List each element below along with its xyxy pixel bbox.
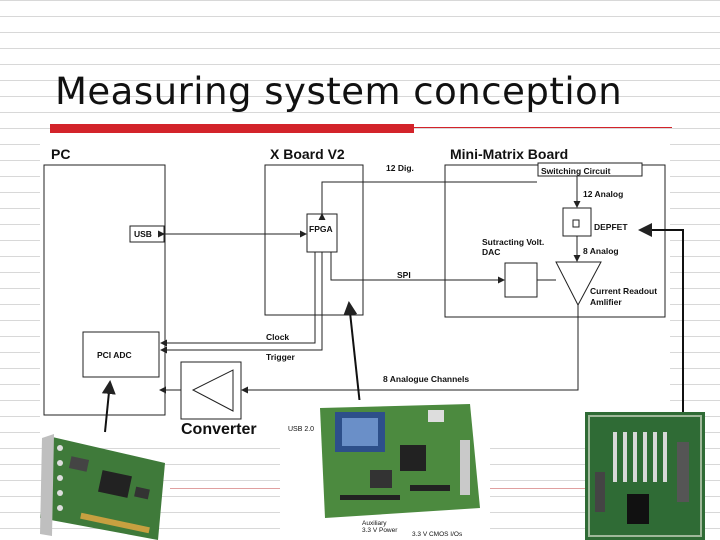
xboard-block (264, 164, 364, 316)
depfet-inner (572, 219, 580, 228)
minimatrix-board-photo (585, 412, 705, 540)
channels-line (241, 305, 579, 394)
converter-triangle (191, 369, 234, 412)
amplifier-label: Current Readout Amlifier (590, 286, 658, 307)
pc-block (43, 164, 166, 416)
converter-label: Converter (181, 421, 257, 438)
switching-label: Switching Circuit (541, 166, 611, 176)
analog12-label: 12 Analog (583, 189, 624, 199)
minimatrix-label: Mini-Matrix Board (450, 146, 569, 162)
usb-label: USB (134, 229, 152, 239)
pci-adc-card-photo (40, 428, 170, 540)
dig12-line (318, 181, 537, 220)
xboard-photo-arrow (343, 301, 361, 406)
cmos-photo-label: 3.3 V CMOS I/Os (412, 531, 463, 538)
channels-label: 8 Analogue Channels (383, 374, 470, 384)
xboard-v2-photo (280, 400, 490, 540)
dac-box (504, 262, 538, 298)
clock-line (160, 252, 316, 347)
depfet-label: DEPFET (594, 222, 628, 232)
slide-title: Measuring system conception (55, 70, 623, 113)
analog8-label: 8 Analog (583, 246, 619, 256)
amplifier-triangle (555, 261, 602, 307)
pci-photo-arrow (101, 380, 116, 433)
dig12-label: 12 Dig. (386, 163, 414, 173)
aux-power-photo-label: Auxiliary 3.3 V Power (362, 520, 398, 534)
minimatrix-photo-arrow (638, 223, 684, 412)
usb2-photo-label: USB 2.0 (288, 426, 315, 433)
pci-adc-label: PCI ADC (97, 350, 132, 360)
trigger-line (160, 252, 323, 354)
title-accent-bar (50, 124, 414, 133)
spi-line (330, 252, 505, 284)
fpga-label: FPGA (309, 224, 333, 234)
trigger-label: Trigger (266, 352, 295, 362)
clock-label: Clock (266, 332, 290, 342)
pc-label: PC (51, 146, 71, 162)
xboard-label: X Board V2 (270, 146, 345, 162)
title-accent-line (414, 127, 672, 128)
spi-label: SPI (397, 270, 411, 280)
dac-label: Sutracting Volt. DAC (482, 237, 545, 257)
pci-adc-box (82, 331, 160, 378)
switching-box (537, 162, 643, 177)
